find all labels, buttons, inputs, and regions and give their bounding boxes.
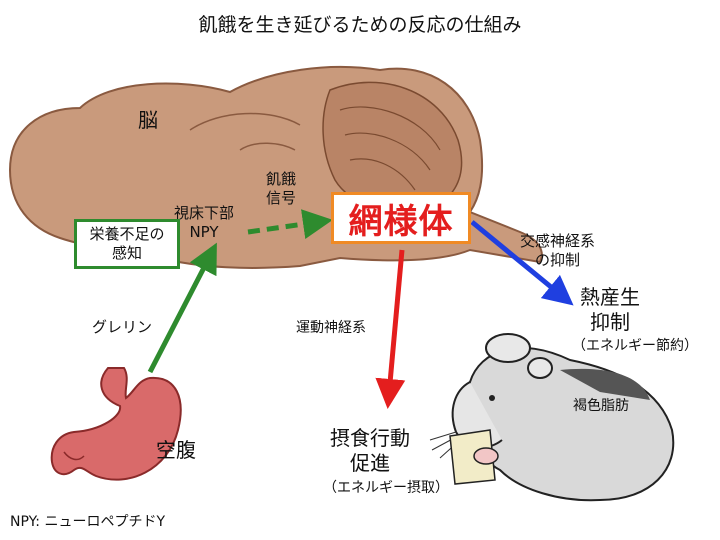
arrow-ghrelin <box>147 242 217 374</box>
feeding-line1: 摂食行動 <box>330 426 410 450</box>
page-title: 飢餓を生き延びるための反応の仕組み <box>198 14 522 36</box>
brain-label: 脳 <box>138 108 158 132</box>
undernutrition-box: 栄養不足の 感知 <box>74 219 180 269</box>
mouse-illustration <box>429 333 675 502</box>
hunger-signal-line1: 飢餓 <box>266 170 297 188</box>
thermogenesis-line1: 熱産生 <box>580 285 640 309</box>
brown-fat-label: 褐色脂肪 <box>573 398 629 414</box>
arrow-motor <box>375 249 406 409</box>
undernutrition-line2: 感知 <box>111 244 142 262</box>
hypothalamus-label: 視床下部 NPY <box>174 204 234 242</box>
thermogenesis-line2: 抑制 <box>590 310 630 334</box>
arrow-hunger-signal <box>247 209 333 239</box>
feeding-line2: 促進 <box>350 451 390 475</box>
thermogenesis-label: 熱産生 抑制 <box>580 285 640 335</box>
footnote: NPY: ニューロペプチドY <box>10 514 166 530</box>
feeding-label: 摂食行動 促進 <box>330 426 410 476</box>
feeding-note: （エネルギー摂取） <box>323 480 449 496</box>
sympathetic-line1: 交感神経系 <box>520 232 596 250</box>
motor-nerve-label: 運動神経系 <box>296 320 366 336</box>
reticular-formation-label: 網様体 <box>348 201 454 242</box>
hunger-signal-line2: 信号 <box>266 188 297 207</box>
hypothalamus-label-line2: NPY <box>189 222 219 241</box>
hypothalamus-label-line1: 視床下部 <box>174 204 235 222</box>
undernutrition-line1: 栄養不足の <box>89 225 165 244</box>
sympathetic-line2: の抑制 <box>535 250 581 269</box>
ghrelin-label: グレリン <box>92 318 153 336</box>
stomach-illustration <box>50 367 182 481</box>
sympathetic-label: 交感神経系 の抑制 <box>520 232 595 270</box>
reticular-formation-box: 網様体 <box>331 192 471 244</box>
thermogenesis-note: （エネルギー節約） <box>572 338 698 354</box>
empty-stomach-label: 空腹 <box>156 438 196 462</box>
arrow-sympathetic <box>470 220 574 306</box>
hunger-signal-label: 飢餓 信号 <box>266 170 296 208</box>
